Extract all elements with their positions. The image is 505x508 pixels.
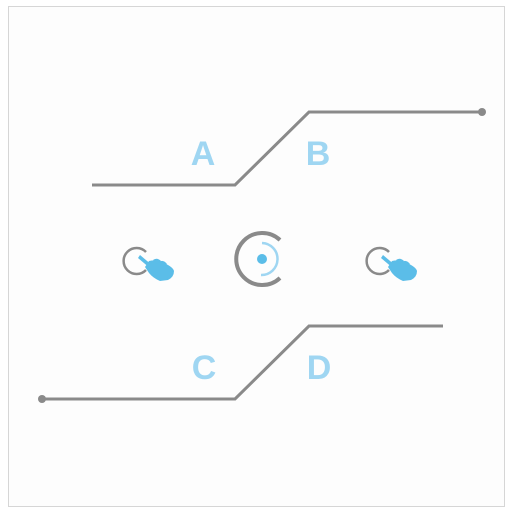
label-d: D — [307, 349, 332, 387]
hand-icon — [138, 255, 174, 281]
hand-icon — [381, 255, 417, 281]
label-c: C — [192, 349, 217, 387]
tap-hand-icon-left[interactable] — [122, 246, 174, 281]
target-spinner-icon[interactable] — [234, 231, 282, 287]
diagram-frame — [8, 6, 505, 507]
upper-path — [92, 108, 486, 187]
target-inner-ring — [260, 241, 279, 277]
upper-path-line — [92, 110, 481, 187]
lower-path — [38, 324, 443, 403]
upper-path-endpoint — [478, 108, 486, 116]
tap-ring — [365, 246, 390, 276]
target-outer-arc — [234, 231, 282, 287]
label-a: A — [191, 135, 216, 173]
label-b: B — [306, 135, 331, 173]
target-center-dot — [257, 254, 267, 264]
lower-path-endpoint — [38, 395, 46, 403]
tap-hand-icon-right[interactable] — [365, 246, 417, 281]
lower-path-line — [42, 324, 443, 401]
tap-ring — [122, 246, 147, 276]
